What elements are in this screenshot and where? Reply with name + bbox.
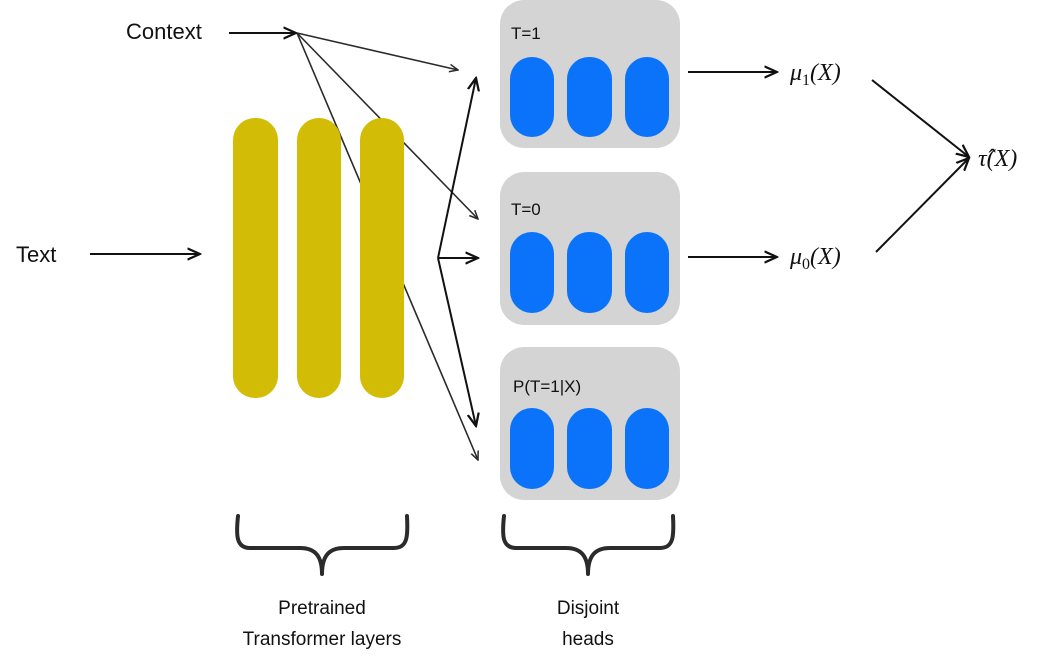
- heads-caption-line1: Disjoint: [557, 598, 620, 619]
- transformer-layers: [233, 118, 404, 398]
- head-unit: [510, 57, 554, 137]
- tau-output: τ̂(X): [978, 146, 1017, 172]
- split-arrow-to-propensity-head: [437, 257, 476, 426]
- mu1-symbol: μ: [789, 60, 802, 86]
- mu0-symbol: μ: [789, 244, 802, 270]
- transformer-caption-line1: Pretrained: [278, 598, 366, 619]
- head-t1: T=1: [500, 0, 680, 148]
- mu1-to-tau-arrow: [871, 79, 969, 157]
- representation-split-arrows: [437, 78, 478, 426]
- context-label: Context: [126, 19, 202, 44]
- mu0-output: μ0(X): [789, 244, 841, 273]
- head-label: P(T=1|X): [513, 377, 581, 396]
- mu1-arg: (X): [810, 60, 841, 86]
- transformer-layer: [360, 118, 404, 398]
- context-arrow-to-t1-head: [296, 32, 458, 70]
- mu0-subscript: 0: [802, 256, 810, 273]
- transformer-layers-brace: [235, 514, 410, 576]
- head-label: T=1: [511, 24, 541, 43]
- transformer-caption-line2: Transformer layers: [243, 629, 402, 650]
- head-propensity: P(T=1|X): [500, 347, 680, 500]
- head-t0: T=0: [500, 172, 680, 325]
- head-label: T=0: [511, 200, 541, 219]
- mu1-subscript: 1: [802, 72, 810, 89]
- head-unit: [510, 408, 554, 489]
- mu1-output: μ1(X): [789, 60, 841, 89]
- head-unit: [510, 232, 554, 313]
- disjoint-heads-brace: [501, 514, 676, 576]
- heads-caption-line2: heads: [562, 629, 614, 650]
- head-unit: [625, 232, 669, 313]
- head-unit: [625, 408, 669, 489]
- transformer-layer: [297, 118, 341, 398]
- text-label: Text: [16, 242, 56, 267]
- mu0-to-tau-arrow: [875, 158, 969, 253]
- head-unit: [567, 408, 612, 489]
- transformer-layer: [233, 118, 278, 398]
- head-unit: [567, 57, 612, 137]
- mu0-arg: (X): [810, 244, 841, 270]
- head-unit: [625, 57, 669, 137]
- tau-arg: (X): [987, 146, 1018, 172]
- head-unit: [567, 232, 612, 313]
- split-arrow-to-t1-head: [437, 78, 476, 259]
